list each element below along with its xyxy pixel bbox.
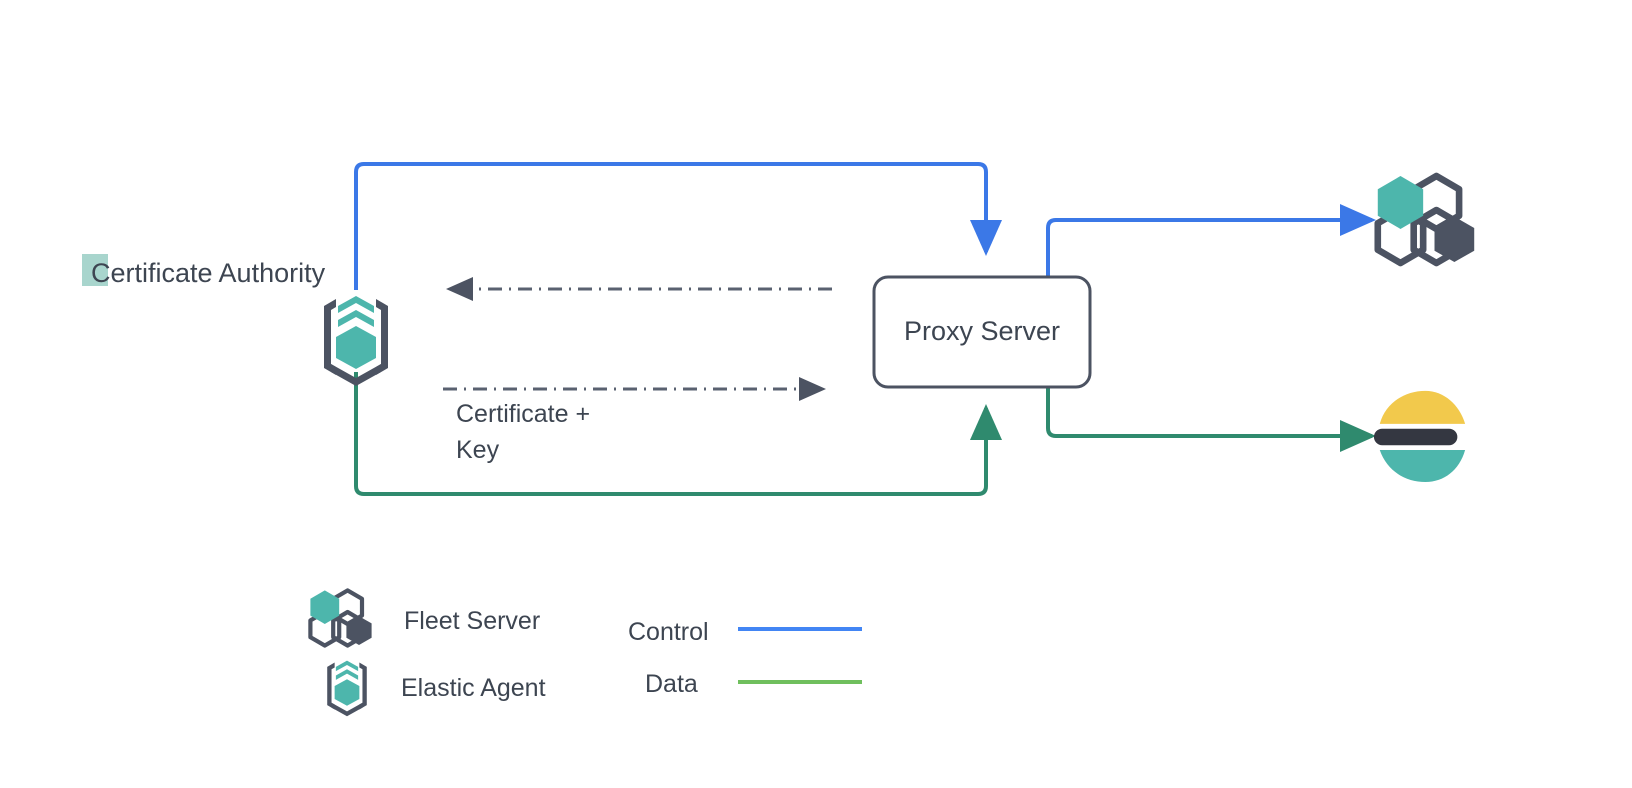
node-fleet-server[interactable] [1378,176,1474,263]
edge-control-agent-to-proxy [354,162,1002,290]
legend: Fleet Server Elastic Agent Control Data [310,590,862,717]
fleet-server-icon [1378,176,1474,263]
legend-item-control: Control [628,618,862,646]
legend-item-fleet-server: Fleet Server [310,590,540,645]
certificate-authority-label: Certificate Authority [91,258,326,288]
node-elasticsearch[interactable] [1373,390,1466,483]
elastic-agent-icon [327,660,367,717]
legend-item-data: Data [645,670,862,698]
certificate-key-label-line2: Key [456,436,500,464]
legend-item-elastic-agent: Elastic Agent [327,660,546,717]
legend-label-data: Data [645,670,698,698]
node-proxy-server[interactable]: Proxy Server [872,275,1092,389]
fleet-server-icon [310,590,371,645]
legend-label-elastic-agent: Elastic Agent [401,674,546,702]
legend-label-control: Control [628,618,709,646]
edge-data-agent-to-proxy [354,372,1002,496]
elasticsearch-icon [1373,390,1466,483]
certificate-authority-highlight [82,254,108,286]
certificate-key-label-line1: Certificate + [456,400,590,428]
edge-data-proxy-to-elasticsearch [1046,386,1376,452]
edge-control-proxy-to-fleet [1046,204,1376,276]
legend-label-fleet-server: Fleet Server [404,607,540,635]
proxy-server-label: Proxy Server [904,316,1060,346]
